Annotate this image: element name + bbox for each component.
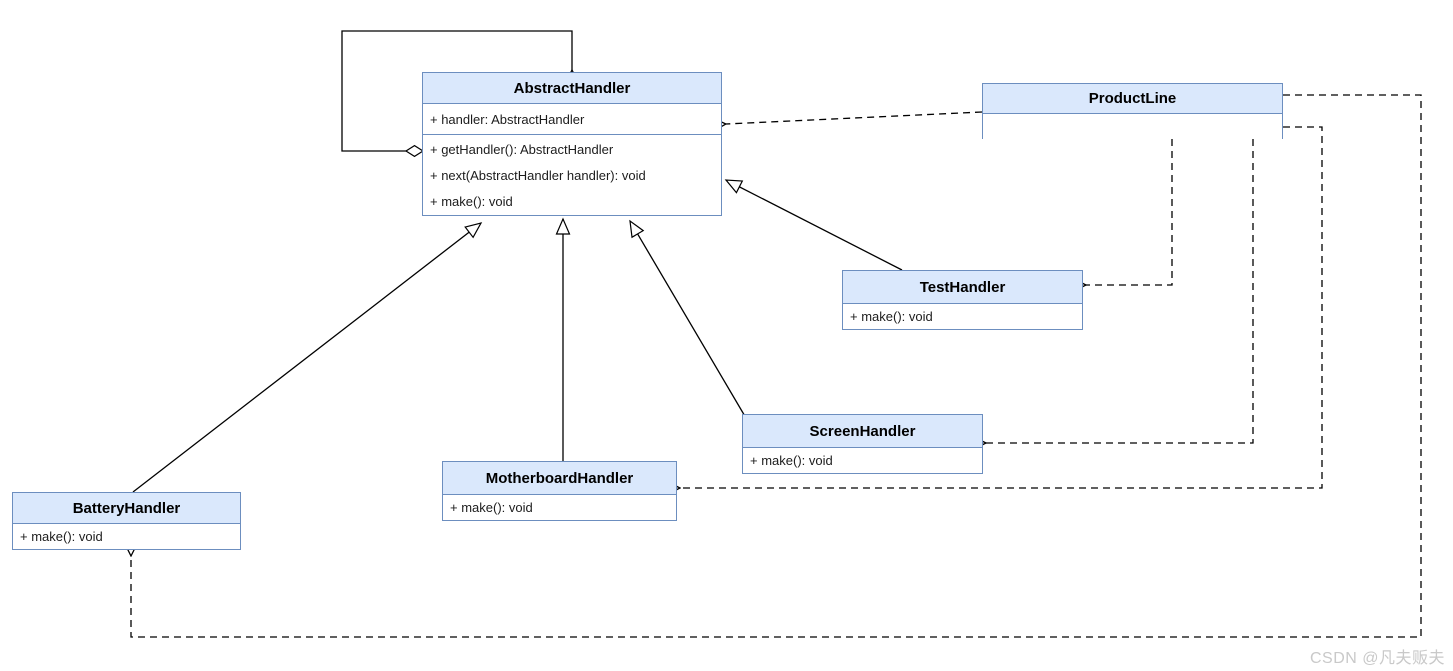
method-row: + make(): void bbox=[450, 500, 533, 515]
method-row: + next(AbstractHandler handler): void bbox=[430, 167, 646, 183]
class-motherboardhandler: MotherboardHandler + make(): void bbox=[442, 461, 677, 521]
method-row: + make(): void bbox=[750, 453, 833, 468]
edge-dependency-productline-testhandler bbox=[1086, 139, 1173, 285]
class-title: AbstractHandler bbox=[423, 73, 721, 104]
methods-compartment: + make(): void bbox=[743, 448, 982, 473]
edge-dependency-productline-abstracthandler bbox=[726, 111, 983, 124]
edge-generalization-screenhandler-abstracthandler bbox=[629, 219, 747, 419]
edge-dependency-productline-motherboardhandler bbox=[680, 126, 1323, 488]
edge-generalization-batteryhandler-abstracthandler bbox=[132, 222, 483, 493]
methods-compartment: + make(): void bbox=[843, 304, 1082, 329]
method-row: + make(): void bbox=[20, 529, 103, 544]
empty-compartment bbox=[983, 114, 1282, 139]
class-title: ScreenHandler bbox=[743, 415, 982, 448]
class-title: ProductLine bbox=[983, 84, 1282, 114]
class-batteryhandler: BatteryHandler + make(): void bbox=[12, 492, 241, 550]
aggregation-diamond-icon bbox=[404, 144, 425, 158]
edge-aggregation-abstracthandler-self bbox=[341, 30, 572, 152]
method-row: + getHandler(): AbstractHandler bbox=[430, 141, 614, 157]
edge-dependency-productline-batteryhandler bbox=[131, 94, 1422, 638]
class-testhandler: TestHandler + make(): void bbox=[842, 270, 1083, 330]
class-title: TestHandler bbox=[843, 271, 1082, 304]
class-productline: ProductLine bbox=[982, 83, 1283, 139]
edge-dependency-productline-screenhandler bbox=[986, 139, 1254, 443]
fields-compartment: + handler: AbstractHandler bbox=[423, 104, 721, 135]
class-title: BatteryHandler bbox=[13, 493, 240, 524]
methods-compartment: + make(): void bbox=[13, 524, 240, 549]
edge-generalization-testhandler-abstracthandler bbox=[724, 179, 903, 271]
field-row: + handler: AbstractHandler bbox=[430, 111, 585, 127]
class-screenhandler: ScreenHandler + make(): void bbox=[742, 414, 983, 474]
methods-compartment: + make(): void bbox=[443, 495, 676, 520]
methods-compartment: + getHandler(): AbstractHandler + next(A… bbox=[423, 135, 721, 215]
class-title: MotherboardHandler bbox=[443, 462, 676, 495]
method-row: + make(): void bbox=[850, 309, 933, 324]
class-abstracthandler: AbstractHandler + handler: AbstractHandl… bbox=[422, 72, 722, 216]
method-row: + make(): void bbox=[430, 193, 513, 209]
csdn-watermark: CSDN @凡夫贩夫 bbox=[1309, 650, 1445, 667]
